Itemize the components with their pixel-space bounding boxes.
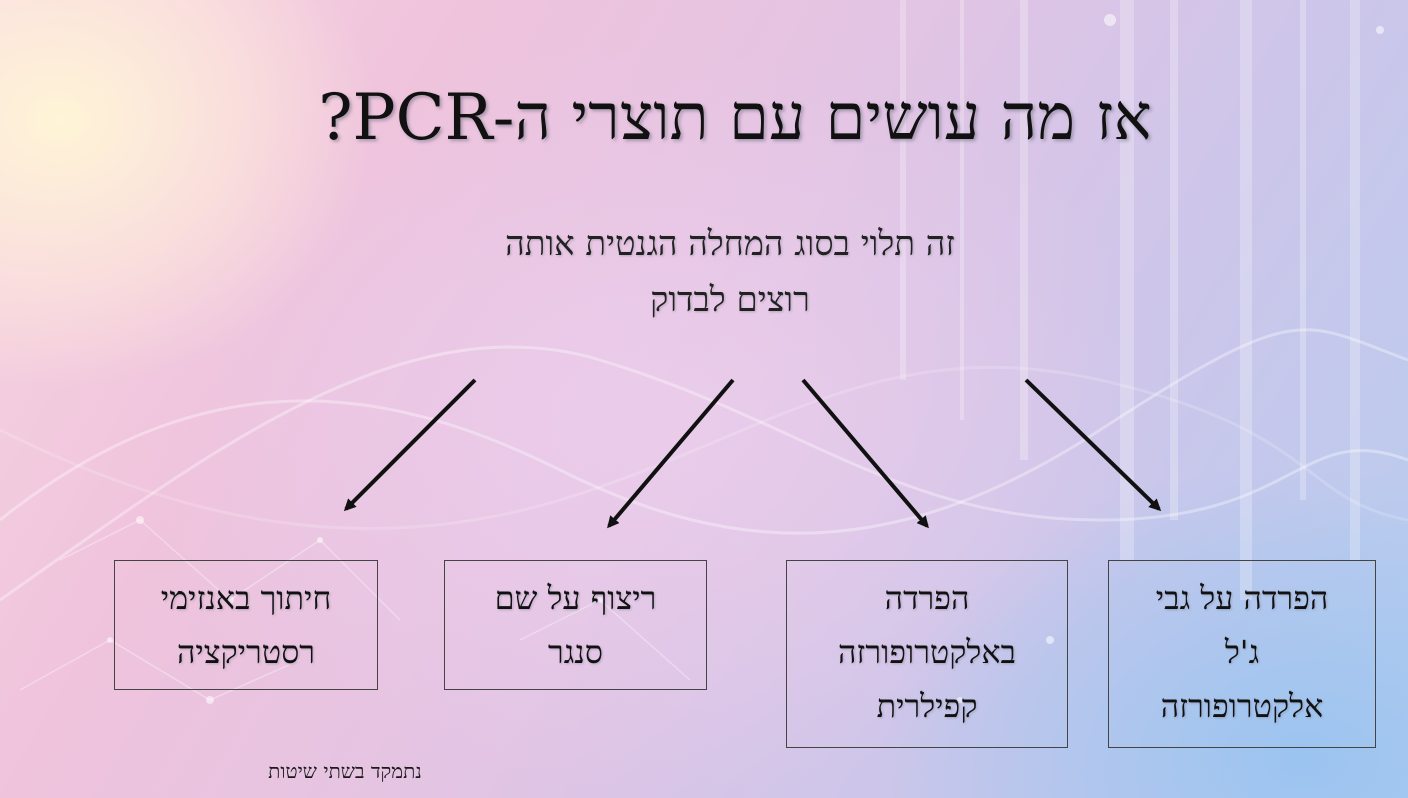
method-box-restriction-enzymes: חיתוך באנזימי רסטריקציה xyxy=(114,560,378,690)
method-box-line: רסטריקציה xyxy=(176,633,316,671)
method-box-line: הפרדה xyxy=(884,579,970,617)
subtitle-line-1: זה תלוי בסוג המחלה הגנטית אותה xyxy=(505,224,955,264)
arrow-down-icon xyxy=(801,378,929,529)
method-box-line: באלקטרופורזה xyxy=(838,633,1016,671)
arrow-down-icon xyxy=(607,378,735,529)
method-box-line: קפילרית xyxy=(876,687,978,725)
method-box-line: ג'ל xyxy=(1224,633,1260,671)
subtitle-line-2: רוצים לבדוק xyxy=(650,280,810,320)
method-box-line: אלקטרופורזה xyxy=(1160,687,1324,725)
slide-subtitle: זה תלוי בסוג המחלה הגנטית אותה רוצים לבד… xyxy=(380,216,1080,328)
method-box-line: חיתוך באנזימי xyxy=(160,579,332,617)
arrow-down-icon xyxy=(1024,378,1162,512)
method-box-sanger-sequencing: ריצוף על שם סנגר xyxy=(444,560,707,690)
method-box-gel-electrophoresis: הפרדה על גבי ג'ל אלקטרופורזה xyxy=(1108,560,1376,748)
method-box-line: הפרדה על גבי xyxy=(1155,579,1329,617)
footnote: נתמקד בשתי שיטות xyxy=(268,759,422,783)
arrow-down-icon xyxy=(343,378,477,512)
method-box-line: ריצוף על שם xyxy=(494,579,657,617)
slide-title: אז מה עושים עם תוצרי ה-PCR? xyxy=(318,81,1152,155)
method-box-line: סנגר xyxy=(548,633,603,671)
method-box-capillary-electrophoresis: הפרדה באלקטרופורזה קפילרית xyxy=(786,560,1068,748)
